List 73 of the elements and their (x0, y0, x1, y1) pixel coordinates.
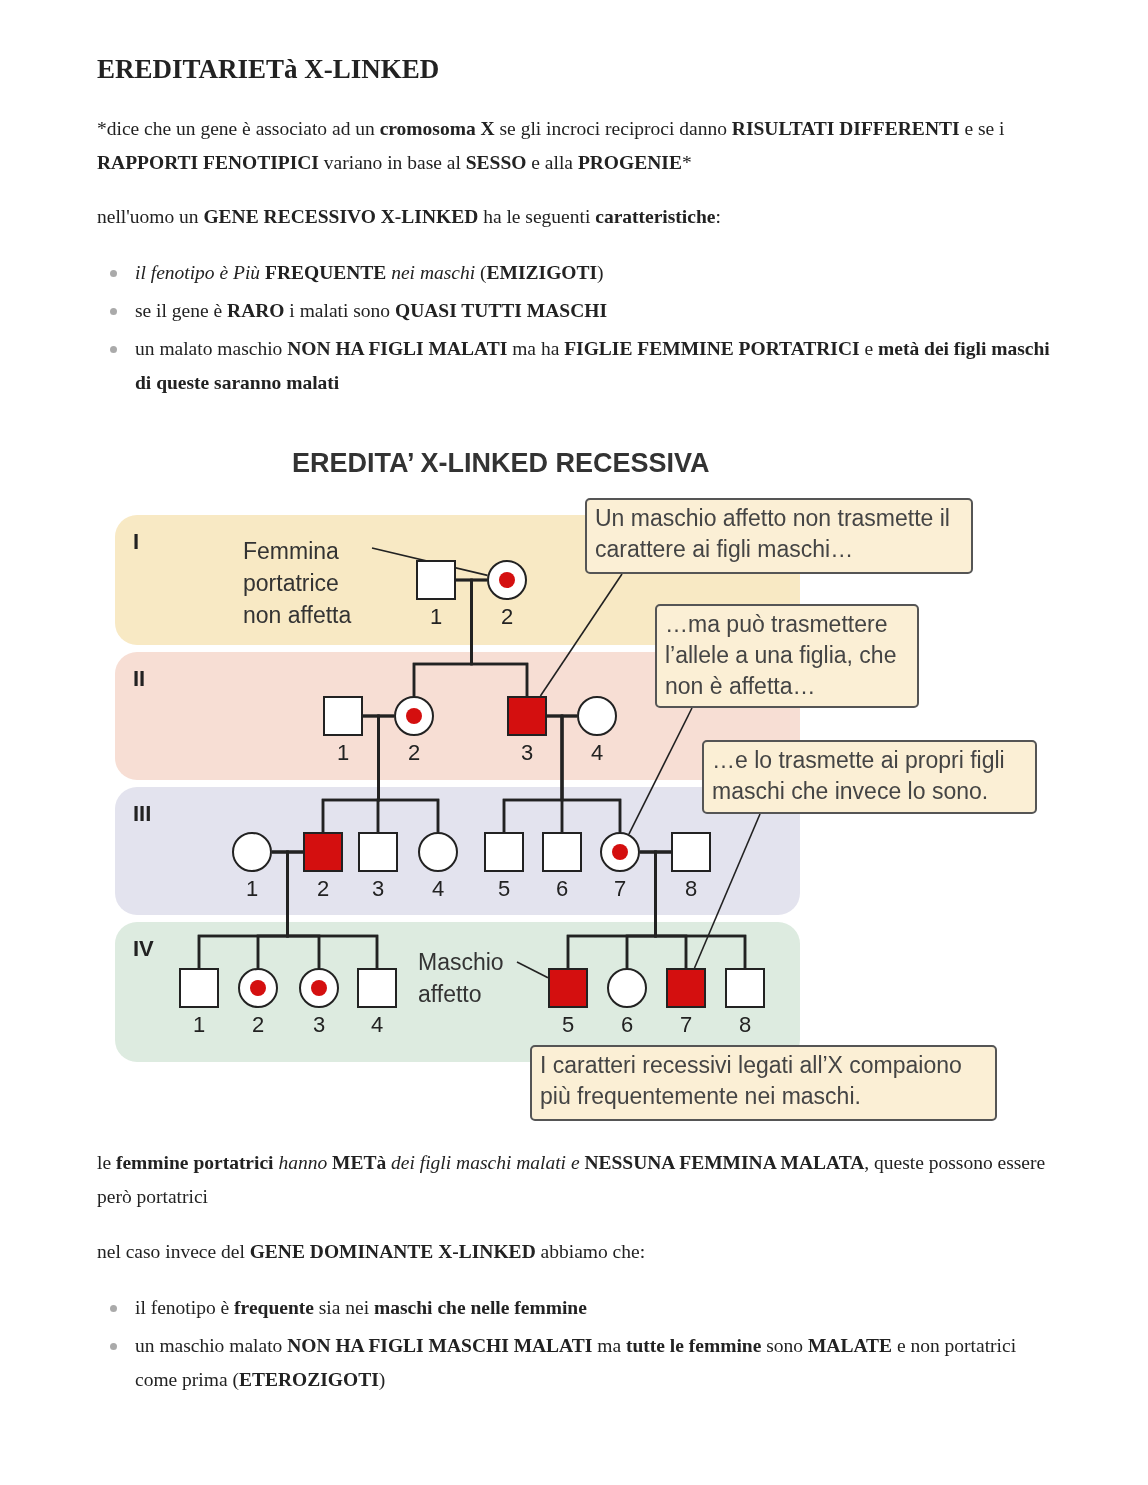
callout-box: Un maschio affetto non trasmette il carattere ai figli maschi… (585, 498, 973, 574)
annotation-text: Femmina portatrice non affetta (243, 535, 378, 635)
generation-numeral: II (133, 666, 146, 692)
individual-number: 1 (335, 740, 351, 766)
individual-number: 6 (554, 876, 570, 902)
individual-number: 4 (430, 876, 446, 902)
individual-number: 1 (428, 604, 444, 630)
annotation-text: Maschio affetto (418, 946, 518, 1012)
individual-number: 5 (496, 876, 512, 902)
individual-number: 3 (311, 1012, 327, 1038)
individual-number: 2 (499, 604, 515, 630)
list-item: un maschio malato NON HA FIGLI MASCHI MALATI ma tutte le femmine sono MALATE e non portatrici come prima (ETEROZIGOTI) (135, 1334, 1018, 1392)
callout-box: I caratteri recessivi legati all’X compaiono più frequentemente nei maschi. (530, 1045, 997, 1121)
leader-line (628, 707, 693, 835)
figure-title: EREDITA’ X-LINKED RECESSIVA (292, 448, 710, 479)
square-symbol (725, 968, 765, 1008)
square-symbol (179, 968, 219, 1008)
square-symbol (484, 832, 524, 872)
callout-box: …e lo trasmette ai propri figli maschi che invece lo sono. (702, 740, 1037, 814)
circle-symbol (607, 968, 647, 1008)
carrier-circle-symbol (487, 560, 527, 600)
affected-square-symbol (548, 968, 588, 1008)
leader-line (693, 813, 761, 969)
generation-numeral: I (133, 529, 140, 555)
callout-box: …ma può trasmettere l’allele a una figlia, che non è affetta… (655, 604, 919, 708)
individual-number: 6 (619, 1012, 635, 1038)
pedigree-line (377, 714, 440, 832)
affected-square-symbol (666, 968, 706, 1008)
individual-number: 1 (244, 876, 260, 902)
list-item: il fenotipo è Più FREQUENTE nei maschi (EMIZIGOTI) (135, 261, 605, 285)
square-symbol (542, 832, 582, 872)
square-symbol (416, 560, 456, 600)
individual-number: 2 (250, 1012, 266, 1038)
individual-number: 4 (589, 740, 605, 766)
individual-number: 5 (560, 1012, 576, 1038)
list-item: il fenotipo è frequente sia nei maschi che nelle femmine (135, 1296, 588, 1320)
page-title: EREDITARIETà X-LINKED (97, 53, 441, 86)
square-symbol (357, 968, 397, 1008)
circle-symbol (418, 832, 458, 872)
pedigree-line (560, 714, 622, 832)
individual-number: 3 (370, 876, 386, 902)
pedigree-line (470, 578, 529, 696)
individual-number: 4 (369, 1012, 385, 1038)
paragraph: *dice che un gene è associato ad un cromosoma X se gli incroci reciproci danno RISULTATI DIFFERENTI e se i RAPPORTI FENOTIPICI variano in base al SESSO e alla PROGENIE* (97, 117, 1006, 175)
individual-number: 2 (406, 740, 422, 766)
affected-square-symbol (507, 696, 547, 736)
carrier-circle-symbol (238, 968, 278, 1008)
affected-square-symbol (303, 832, 343, 872)
leader-line (516, 961, 549, 979)
paragraph: nel caso invece del GENE DOMINANTE X-LINKED abbiamo che: (97, 1240, 647, 1264)
carrier-circle-symbol (600, 832, 640, 872)
list-item: un malato maschio NON HA FIGLI MALATI ma ha FIGLIE FEMMINE PORTATRICI e metà dei figli maschi di queste saranno malati (135, 337, 1051, 395)
square-symbol (671, 832, 711, 872)
list-item: se il gene è RARO i malati sono QUASI TUTTI MASCHI (135, 299, 608, 323)
paragraph: nell'uomo un GENE RECESSIVO X-LINKED ha le seguenti caratteristiche: (97, 205, 722, 229)
individual-number: 1 (191, 1012, 207, 1038)
generation-numeral: III (133, 801, 152, 827)
paragraph: le femmine portatrici hanno METà dei figli maschi malati e NESSUNA FEMMINA MALATA, queste possono essere però portatrici (97, 1151, 1047, 1209)
individual-number: 2 (315, 876, 331, 902)
individual-number: 8 (737, 1012, 753, 1038)
circle-symbol (577, 696, 617, 736)
carrier-circle-symbol (394, 696, 434, 736)
leader-line (371, 547, 489, 577)
individual-number: 7 (678, 1012, 694, 1038)
individual-number: 8 (683, 876, 699, 902)
square-symbol (358, 832, 398, 872)
generation-numeral: IV (133, 936, 154, 962)
carrier-circle-symbol (299, 968, 339, 1008)
leader-line (539, 573, 623, 697)
circle-symbol (232, 832, 272, 872)
individual-number: 3 (519, 740, 535, 766)
individual-number: 7 (612, 876, 628, 902)
square-symbol (323, 696, 363, 736)
